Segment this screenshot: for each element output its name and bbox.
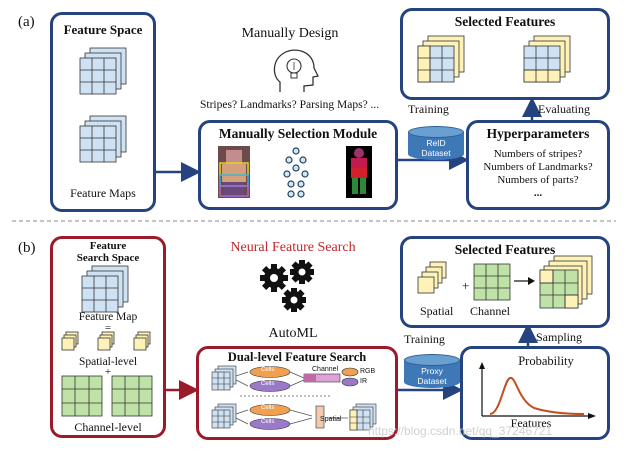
hyperparameters-box <box>466 120 610 210</box>
reid-dataset-label: ReID Dataset <box>421 138 451 158</box>
gears-icon <box>260 260 314 312</box>
evaluating-label: Evaluating <box>538 102 590 116</box>
selected-features-title-b: Selected Features <box>454 242 556 257</box>
hyperparameters-title: Hyperparameters <box>486 126 590 141</box>
ir-label: IR <box>360 378 367 385</box>
probability-box <box>460 346 610 440</box>
proxy-dataset-cylinder: Proxy Dataset <box>404 354 460 392</box>
channel-level-label: Channel-level <box>74 420 142 434</box>
sampling-label: Sampling <box>536 330 583 344</box>
channel-slices-icon <box>61 375 153 417</box>
search-space-title: Search Space <box>76 252 140 264</box>
probability-title: Probability <box>518 354 574 368</box>
plus-sign: + <box>104 366 112 378</box>
cells-label: Cells <box>261 367 275 373</box>
dual-search-title: Dual-level Feature Search <box>227 350 367 364</box>
panel-b-label: (b) <box>18 240 36 256</box>
feature-space-box <box>50 12 156 212</box>
channel-grid-icon <box>473 263 511 301</box>
spatial-slices-icon <box>61 331 151 351</box>
feature-map-grid-icon <box>81 265 129 313</box>
panel-a-label: (a) <box>18 14 35 30</box>
parsing-map-icon <box>346 146 372 198</box>
proxy-dataset-label: Proxy Dataset <box>417 366 447 386</box>
selected-feature-grid-icon <box>523 35 571 83</box>
features-axis-label: Features <box>510 416 552 430</box>
spatial-slices-icon <box>417 261 447 294</box>
spatial-label: Spatial <box>320 416 342 423</box>
hyper-item: Numbers of parts? <box>497 174 579 186</box>
spatial-level-label: Spatial-level <box>78 356 138 368</box>
search-space-title: Feature <box>89 240 127 252</box>
cells-label: Cells <box>261 405 275 411</box>
rgb-label: RGB <box>360 368 376 375</box>
dual-search-graph-icon <box>211 365 377 431</box>
probability-curve-icon <box>479 362 596 419</box>
cells-label: Cells <box>261 419 275 425</box>
feature-map-grid-icon <box>79 115 127 163</box>
landmarks-icon <box>282 146 310 198</box>
selected-feature-grid-icon <box>539 255 593 309</box>
reid-dataset-cylinder: ReID Dataset <box>408 126 464 164</box>
hyper-item: ... <box>533 187 543 199</box>
selection-module-title: Manually Selection Module <box>218 126 378 141</box>
selected-features-title-a: Selected Features <box>454 14 556 29</box>
feature-space-title: Feature Space <box>63 22 143 37</box>
hyper-item: Numbers of stripes? <box>493 148 583 160</box>
feature-map-grid-icon <box>79 47 127 95</box>
plus-sign-b: + <box>462 278 470 293</box>
hyper-item: Numbers of Landmarks? <box>483 161 593 173</box>
channel-label: Channel <box>312 366 339 373</box>
lightbulb-head-icon <box>273 49 319 92</box>
equals-sign: = <box>104 322 112 334</box>
spatial-caption: Spatial <box>420 304 454 318</box>
automl-label: AutoML <box>268 326 318 341</box>
training-label-a: Training <box>408 102 449 116</box>
channel-caption: Channel <box>470 304 510 318</box>
selected-feature-grid-icon <box>417 35 465 83</box>
combine-arrow-icon <box>514 277 535 285</box>
feature-map-caption: Feature Map <box>78 311 138 323</box>
training-label-b: Training <box>404 332 445 346</box>
manual-design-questions: Stripes? Landmarks? Parsing Maps? ... <box>200 99 380 111</box>
feature-maps-caption: Feature Maps <box>70 186 136 200</box>
manual-design-title: Manually Design <box>241 26 339 41</box>
watermark: https://blog.csdn.net/qq_37246721 <box>368 424 553 438</box>
nfs-title: Neural Feature Search <box>230 240 356 255</box>
person-stripes-icon <box>218 146 250 198</box>
cells-label: Cells <box>261 381 275 387</box>
